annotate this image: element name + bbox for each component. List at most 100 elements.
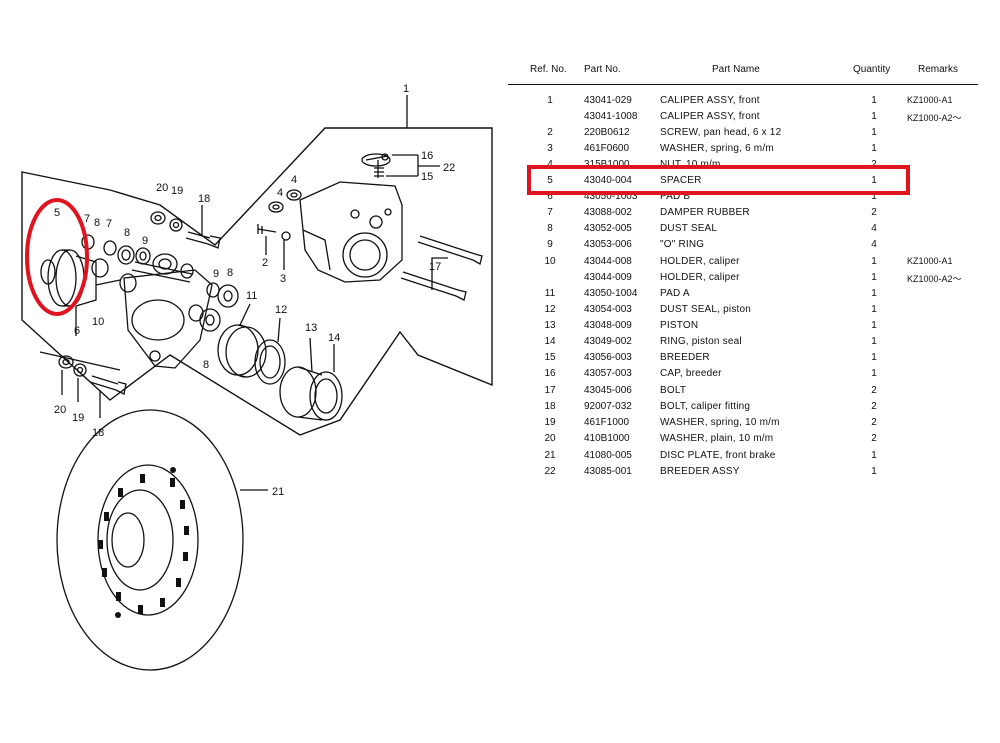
- callout-4b: 4: [291, 174, 297, 186]
- quantity-cell: 4: [871, 239, 877, 250]
- table-row: 8 43052-005 DUST SEAL 4: [0, 223, 1000, 237]
- part-name-cell: CALIPER ASSY, front: [660, 95, 760, 106]
- header-remarks: Remarks: [918, 64, 959, 75]
- remarks-cell: KZ1000-A1: [907, 256, 953, 266]
- callout-9b: 9: [213, 268, 219, 280]
- ref-cell: 3: [547, 143, 553, 154]
- quantity-cell: 1: [871, 336, 877, 347]
- ref-cell: 21: [544, 450, 556, 461]
- part-no-cell: 92007-032: [584, 401, 632, 412]
- callout-6: 6: [74, 325, 80, 337]
- part-no-cell: 43050-1004: [584, 288, 638, 299]
- quantity-cell: 1: [871, 191, 877, 202]
- part-no-cell: 43056-003: [584, 352, 632, 363]
- callout-21: 21: [272, 486, 284, 498]
- part-name-cell: PAD A: [660, 288, 690, 299]
- part-name-cell: RING, piston seal: [660, 336, 742, 347]
- callout-12: 12: [275, 304, 287, 316]
- part-no-cell: 43085-001: [584, 466, 632, 477]
- part-name-cell: BREEDER: [660, 352, 710, 363]
- callout-17: 17: [429, 261, 441, 273]
- callout-8: 8: [94, 217, 100, 229]
- quantity-cell: 1: [871, 304, 877, 315]
- callout-13: 13: [305, 322, 317, 334]
- callout-3: 3: [280, 273, 286, 285]
- part-no-cell: 43052-005: [584, 223, 632, 234]
- header-ref-no: Ref. No.: [530, 64, 567, 75]
- part-no-cell: 43044-008: [584, 256, 632, 267]
- part-name-cell: WASHER, plain, 10 m/m: [660, 433, 774, 444]
- part-no-cell: 461F0600: [584, 143, 630, 154]
- part-name-cell: DUST SEAL, piston: [660, 304, 752, 315]
- part-name-cell: CAP, breeder: [660, 368, 722, 379]
- part-name-cell: DAMPER RUBBER: [660, 207, 750, 218]
- part-name-cell: WASHER, spring, 10 m/m: [660, 417, 780, 428]
- header-part-name: Part Name: [712, 64, 760, 75]
- quantity-cell: 4: [871, 223, 877, 234]
- callout-5: 5: [54, 207, 60, 219]
- ref-cell: 10: [544, 256, 556, 267]
- header-part-no: Part No.: [584, 64, 621, 75]
- ref-cell: 17: [544, 385, 556, 396]
- quantity-cell: 2: [871, 401, 877, 412]
- ref-cell: 16: [544, 368, 556, 379]
- part-no-cell: 43040-004: [584, 175, 632, 186]
- ref-cell: 1: [547, 95, 553, 106]
- quantity-cell: 1: [871, 466, 877, 477]
- part-name-cell: DISC PLATE, front brake: [660, 450, 776, 461]
- quantity-cell: 1: [871, 111, 877, 122]
- callout-10: 10: [92, 316, 104, 328]
- callout-20b: 20: [54, 404, 66, 416]
- remarks-cell: KZ1000-A2～: [907, 113, 962, 123]
- quantity-cell: 1: [871, 288, 877, 299]
- callout-20: 20: [156, 182, 168, 194]
- ref-cell: 18: [544, 401, 556, 412]
- callout-7b: 7: [106, 218, 112, 230]
- remarks-cell: KZ1000-A2～: [907, 274, 962, 284]
- part-no-cell: 43053-006: [584, 239, 632, 250]
- part-name-cell: DUST SEAL: [660, 223, 718, 234]
- ref-cell: 15: [544, 352, 556, 363]
- part-name-cell: NUT, 10 m/m: [660, 159, 721, 170]
- ref-cell: 13: [544, 320, 556, 331]
- ref-cell: 8: [547, 223, 553, 234]
- quantity-cell: 1: [871, 127, 877, 138]
- part-name-cell: SPACER: [660, 175, 702, 186]
- part-no-cell: 43044-009: [584, 272, 632, 283]
- part-no-cell: 43088-002: [584, 207, 632, 218]
- quantity-cell: 1: [871, 368, 877, 379]
- header-quantity: Quantity: [853, 64, 891, 75]
- ref-cell: 20: [544, 433, 556, 444]
- quantity-cell: 1: [871, 352, 877, 363]
- table-row: 15 43056-003 BREEDER 1: [0, 352, 1000, 366]
- ref-cell: 12: [544, 304, 556, 315]
- part-name-cell: BREEDER ASSY: [660, 466, 740, 477]
- ref-cell: 7: [547, 207, 553, 218]
- ref-cell: 6: [547, 191, 553, 202]
- ref-cell: 2: [547, 127, 553, 138]
- part-no-cell: 461F1000: [584, 417, 630, 428]
- part-no-cell: 315B1000: [584, 159, 630, 170]
- callout-18: 18: [198, 193, 210, 205]
- callout-19: 19: [171, 185, 183, 197]
- ref-cell: 11: [544, 288, 556, 299]
- callout-18b: 18: [92, 427, 104, 439]
- callout-4: 4: [277, 187, 283, 199]
- callout-2: 2: [262, 257, 268, 269]
- part-no-cell: 43057-003: [584, 368, 632, 379]
